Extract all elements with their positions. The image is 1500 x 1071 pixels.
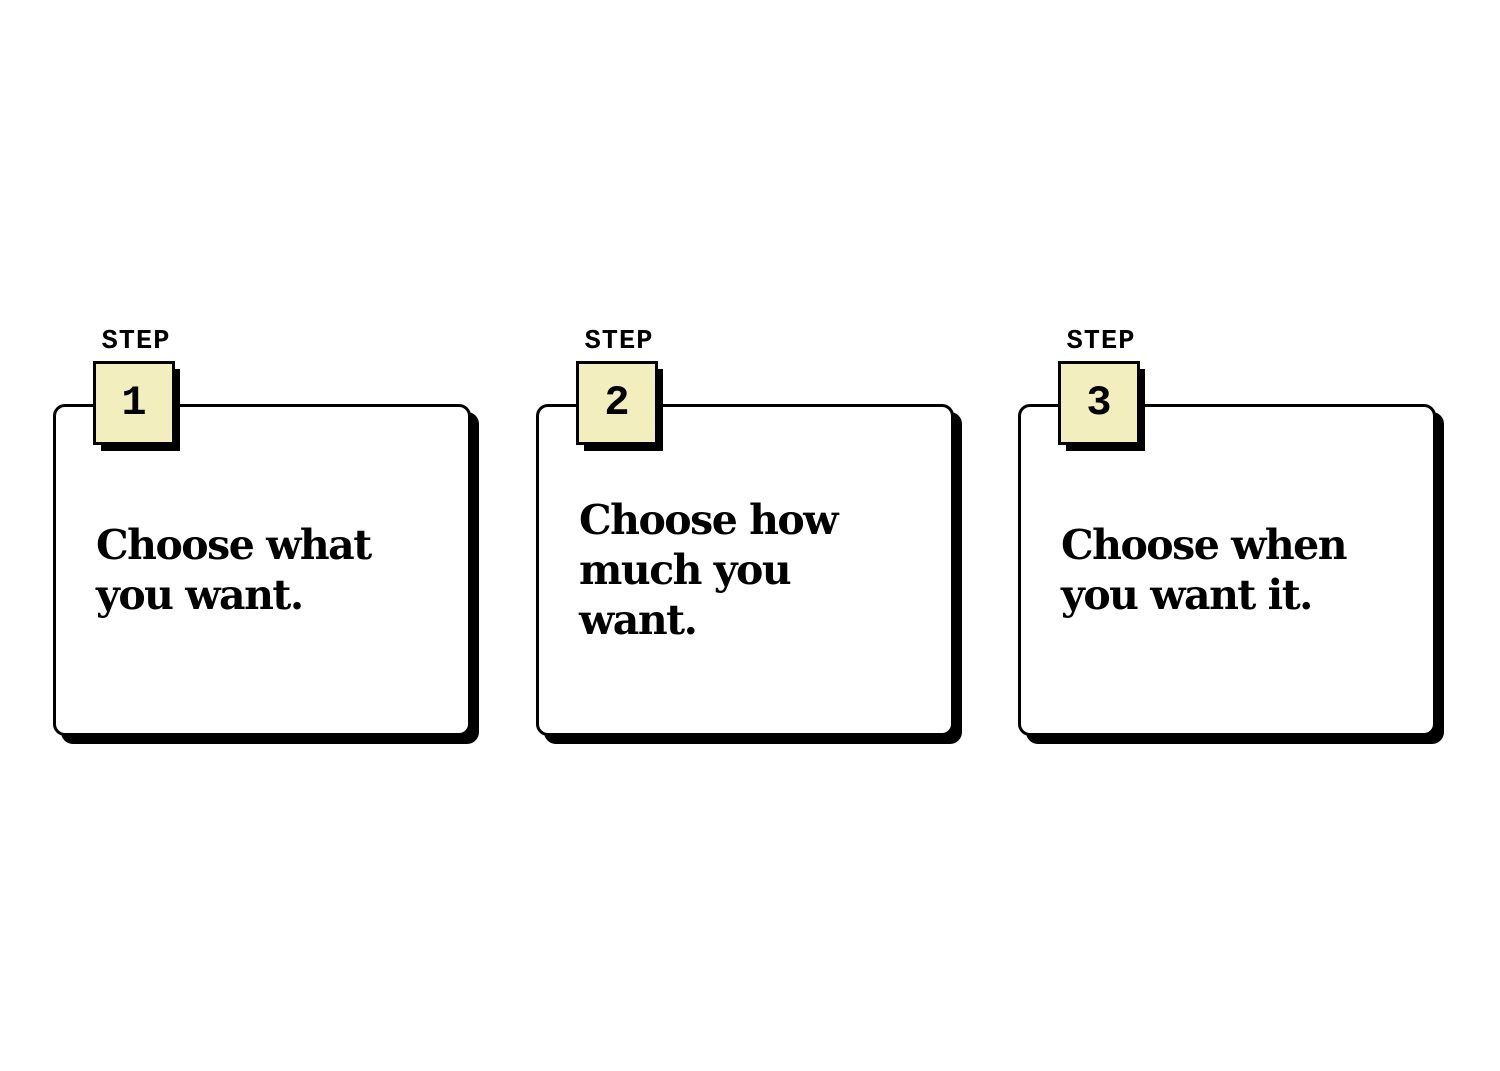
step-text: Choose when you want it. [1061, 521, 1348, 619]
step-card-3: Choose when you want it. STEP 3 [1018, 328, 1444, 744]
card-box: Choose what you want. [53, 404, 471, 736]
step-number-badge: 1 [93, 361, 175, 445]
step-number-badge: 3 [1058, 361, 1140, 445]
step-label: STEP [1066, 327, 1136, 357]
step-card-1: Choose what you want. STEP 1 [53, 328, 479, 744]
card-box: Choose how much you want. [536, 404, 954, 736]
step-card-2: Choose how much you want. STEP 2 [536, 328, 962, 744]
card-box: Choose when you want it. [1018, 404, 1436, 736]
step-text: Choose what you want. [96, 521, 372, 619]
step-text: Choose how much you want. [579, 496, 839, 644]
step-number-badge: 2 [576, 361, 658, 445]
step-label: STEP [584, 327, 654, 357]
step-label: STEP [101, 327, 171, 357]
